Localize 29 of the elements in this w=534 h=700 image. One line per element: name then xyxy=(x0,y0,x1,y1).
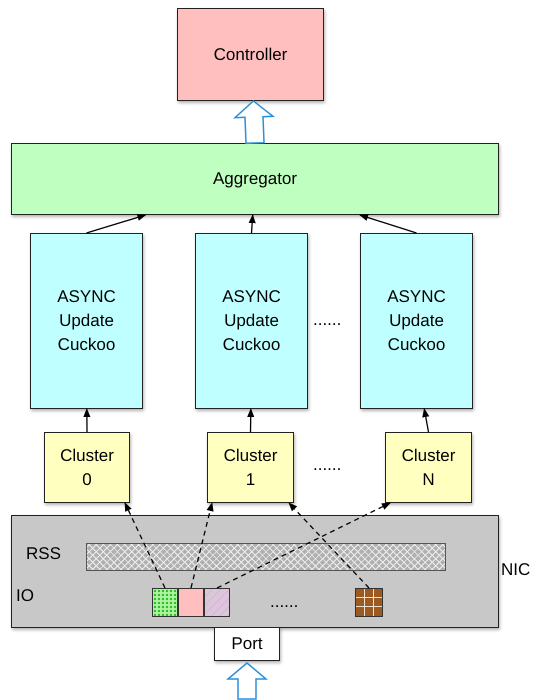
cuckoo-update-box: ASYNC Update Cuckoo xyxy=(30,233,143,409)
queue-slot xyxy=(178,588,204,617)
cluster-box: Cluster N xyxy=(385,432,472,503)
queue-slot xyxy=(355,588,383,617)
ellipsis-mark: ...... xyxy=(270,592,298,612)
cluster-box: Cluster 0 xyxy=(44,432,130,503)
nic-label: NIC xyxy=(501,560,530,580)
dashed-arrow xyxy=(216,502,391,589)
row-label: IO xyxy=(16,586,34,606)
ellipsis-mark: ...... xyxy=(313,310,342,330)
cuckoo-update-box: ASYNC Update Cuckoo xyxy=(195,233,308,409)
aggregator-box: Aggregator xyxy=(11,143,499,215)
block-arrow xyxy=(226,662,268,700)
dashed-arrow xyxy=(124,502,166,588)
block-arrow xyxy=(232,100,276,144)
dashed-arrow xyxy=(288,502,370,588)
arrow xyxy=(248,214,256,234)
cuckoo-update-box: ASYNC Update Cuckoo xyxy=(360,233,473,409)
ellipsis-mark: ...... xyxy=(313,455,342,475)
queue-slot xyxy=(204,588,230,617)
cluster-box: Cluster 1 xyxy=(207,432,294,503)
arrow xyxy=(422,408,430,432)
controller-box: Controller xyxy=(177,8,324,101)
dashed-arrow xyxy=(190,502,214,588)
port-box: Port xyxy=(214,627,280,661)
row-label: RSS xyxy=(26,544,61,564)
arrow xyxy=(83,408,90,432)
arrow xyxy=(247,408,254,432)
queue-slot xyxy=(152,588,178,617)
